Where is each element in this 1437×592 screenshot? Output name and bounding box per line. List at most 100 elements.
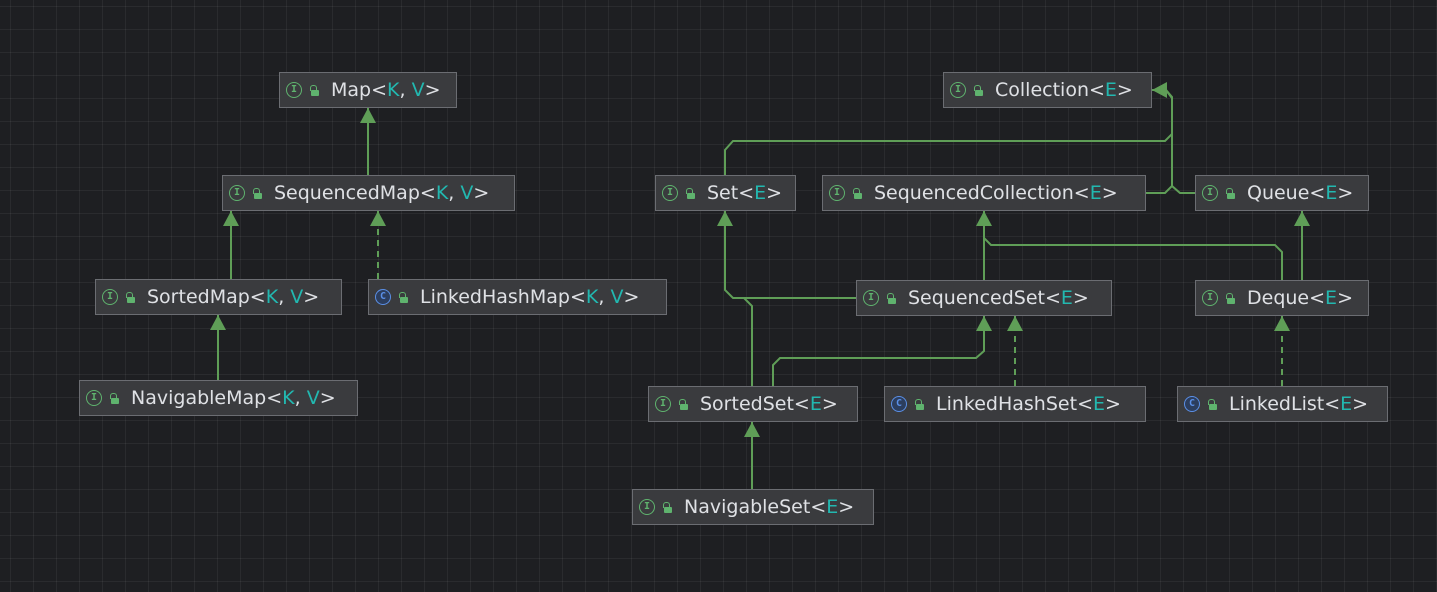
type-name: Queue <box>1247 182 1310 204</box>
node-sequencedcollection[interactable]: I SequencedCollection<E> <box>822 175 1146 211</box>
node-label: Collection<E> <box>995 79 1133 101</box>
type-parameter: V <box>306 387 320 409</box>
type-name: LinkedHashSet <box>936 393 1078 415</box>
public-access-icon <box>851 187 862 199</box>
node-label: Deque<E> <box>1247 287 1353 309</box>
type-parameter: V <box>460 182 474 204</box>
public-access-icon <box>308 84 319 96</box>
type-name: SequencedCollection <box>874 182 1074 204</box>
public-access-icon <box>913 398 924 410</box>
type-parameter: K <box>585 286 599 308</box>
node-deque[interactable]: I Deque<E> <box>1195 280 1369 316</box>
type-parameter: E <box>1325 182 1338 204</box>
arrowhead <box>370 211 386 226</box>
interface-icon: I <box>950 82 966 98</box>
arrowhead <box>360 108 376 123</box>
public-access-icon <box>397 291 408 303</box>
type-name: Deque <box>1247 287 1310 309</box>
node-label: SortedSet<E> <box>700 393 838 415</box>
type-name: SortedSet <box>700 393 794 415</box>
arrowhead <box>717 211 733 226</box>
arrowhead <box>223 211 239 226</box>
arrowhead <box>744 422 760 437</box>
interface-icon: I <box>829 185 845 201</box>
type-name: SequencedMap <box>274 182 420 204</box>
node-label: LinkedList<E> <box>1229 393 1369 415</box>
node-navigableset[interactable]: I NavigableSet<E> <box>632 489 874 525</box>
public-access-icon <box>251 187 262 199</box>
edge-deque-to-sequencedcollection <box>983 211 1283 280</box>
public-access-icon <box>1206 398 1217 410</box>
node-linkedlist[interactable]: C LinkedList<E> <box>1177 386 1388 422</box>
type-parameter: E <box>1104 79 1117 101</box>
node-collection[interactable]: I Collection<E> <box>943 72 1152 108</box>
arrowhead <box>210 315 226 330</box>
node-label: LinkedHashSet<E> <box>936 393 1121 415</box>
public-access-icon <box>1224 292 1235 304</box>
interface-icon: I <box>1202 290 1218 306</box>
type-parameter: K <box>265 286 279 308</box>
type-parameter: E <box>1092 393 1105 415</box>
interface-icon: I <box>863 290 879 306</box>
public-access-icon <box>124 291 135 303</box>
type-parameter: V <box>610 286 624 308</box>
interface-icon: I <box>86 390 102 406</box>
type-parameter: V <box>411 79 425 101</box>
interface-icon: I <box>102 289 118 305</box>
node-label: Queue<E> <box>1247 182 1354 204</box>
type-name: SortedMap <box>147 286 250 308</box>
type-parameter: E <box>826 496 839 518</box>
node-queue[interactable]: I Queue<E> <box>1195 175 1369 211</box>
interface-icon: I <box>655 396 671 412</box>
node-label: SequencedSet<E> <box>908 287 1089 309</box>
node-label: SequencedCollection<E> <box>874 182 1118 204</box>
node-label: SortedMap<K, V> <box>147 286 320 308</box>
type-name: NavigableMap <box>131 387 267 409</box>
public-access-icon <box>972 84 983 96</box>
arrowhead <box>1294 211 1310 226</box>
arrowhead <box>976 316 992 331</box>
type-parameter: E <box>754 182 767 204</box>
type-name: Map <box>331 79 372 101</box>
interface-icon: I <box>229 185 245 201</box>
interface-icon: I <box>286 82 302 98</box>
node-label: NavigableSet<E> <box>684 496 855 518</box>
edge-sequencedset-to-set <box>724 211 856 299</box>
public-access-icon <box>1224 187 1235 199</box>
public-access-icon <box>661 501 672 513</box>
public-access-icon <box>108 392 119 404</box>
node-sortedmap[interactable]: I SortedMap<K, V> <box>95 279 342 315</box>
node-sequencedset[interactable]: I SequencedSet<E> <box>856 280 1112 316</box>
type-parameter: K <box>387 79 400 101</box>
node-sortedset[interactable]: I SortedSet<E> <box>648 386 858 422</box>
arrowhead <box>1007 316 1023 331</box>
interface-icon: I <box>1202 185 1218 201</box>
type-parameter: K <box>282 387 295 409</box>
type-name: Collection <box>995 79 1089 101</box>
type-parameter: E <box>1060 287 1073 309</box>
type-parameter: E <box>1089 182 1102 204</box>
node-map[interactable]: I Map<K, V> <box>279 72 457 108</box>
class-icon: C <box>375 289 391 305</box>
class-icon: C <box>1184 396 1200 412</box>
type-name: LinkedHashMap <box>420 286 570 308</box>
interface-icon: I <box>639 499 655 515</box>
public-access-icon <box>677 398 688 410</box>
node-label: SequencedMap<K, V> <box>274 182 490 204</box>
arrowhead <box>1274 316 1290 331</box>
type-name: NavigableSet <box>684 496 811 518</box>
type-parameter: V <box>290 286 304 308</box>
type-name: SequencedSet <box>908 287 1045 309</box>
type-parameter: E <box>1325 287 1338 309</box>
node-label: Map<K, V> <box>331 79 441 101</box>
type-parameter: E <box>1340 393 1353 415</box>
arrowhead <box>976 211 992 226</box>
arrowhead <box>1152 82 1167 98</box>
node-sequencedmap[interactable]: I SequencedMap<K, V> <box>222 175 515 211</box>
type-parameter: K <box>435 182 449 204</box>
